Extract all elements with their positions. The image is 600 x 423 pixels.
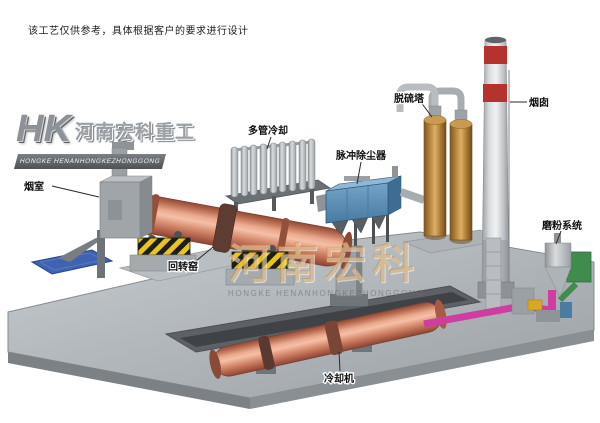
cooler-cylinder — [209, 299, 447, 379]
logo-banner-text: HONGKE HENANHONGKEZHONGGONG — [13, 154, 167, 169]
label-grinding-system: 磨粉系统 — [541, 219, 582, 232]
grinding-system-cluster — [423, 233, 592, 328]
leader-pulse-dust-collector — [356, 161, 362, 185]
hazard-band — [137, 237, 191, 256]
cyclone-cone — [544, 266, 572, 298]
leader-multi-tube-cooler — [266, 136, 272, 150]
girth-gear — [212, 203, 237, 253]
disclaimer-text: 该工艺仅供参考，具体根据客户的要求进行设计 — [28, 26, 249, 37]
kiln-supports — [129, 231, 295, 286]
leader-grinding-system — [555, 230, 562, 245]
multi-tube-cooler — [224, 138, 332, 217]
rotary-kiln-cylinder — [107, 190, 353, 270]
label-smoke-chamber: 烟室 — [24, 180, 44, 193]
label-chimney: 烟囱 — [529, 96, 549, 109]
magenta-riser — [548, 290, 556, 310]
leader-lines — [51, 100, 562, 372]
label-cooler: 冷却机 — [324, 372, 354, 385]
hazard-band — [231, 251, 289, 270]
leader-desulfurization-tower — [419, 100, 433, 118]
leader-rotary-kiln — [195, 246, 214, 262]
pulse-dust-collector — [316, 166, 426, 250]
cooler-tubes — [230, 138, 316, 198]
label-rotary-kiln: 回转窑 — [168, 260, 198, 273]
yellow-fitting — [527, 299, 543, 311]
leader-smoke-chamber — [51, 185, 100, 198]
logo-monogram: HK — [16, 108, 71, 150]
service-tower — [485, 237, 502, 315]
logo-company-name: 河南宏科重工 — [74, 122, 195, 144]
label-pulse-dust-collector: 脉冲除尘器 — [335, 149, 387, 162]
green-pipe — [557, 281, 579, 303]
leader-cooler — [338, 351, 341, 372]
company-logo: HK 河南宏科重工 HONGKE HENANHONGKEZHONGGONG — [13, 108, 194, 169]
label-multi-tube-cooler: 多管冷却 — [248, 124, 288, 137]
label-desulfurization-tower: 脱硫塔 — [394, 92, 425, 105]
equipment-labels: 烟室 多管冷却 脉冲除尘器 脱硫塔 烟囱 磨粉系统 回转窑 冷却机 — [23, 91, 584, 387]
desulfurization-towers — [396, 83, 473, 244]
